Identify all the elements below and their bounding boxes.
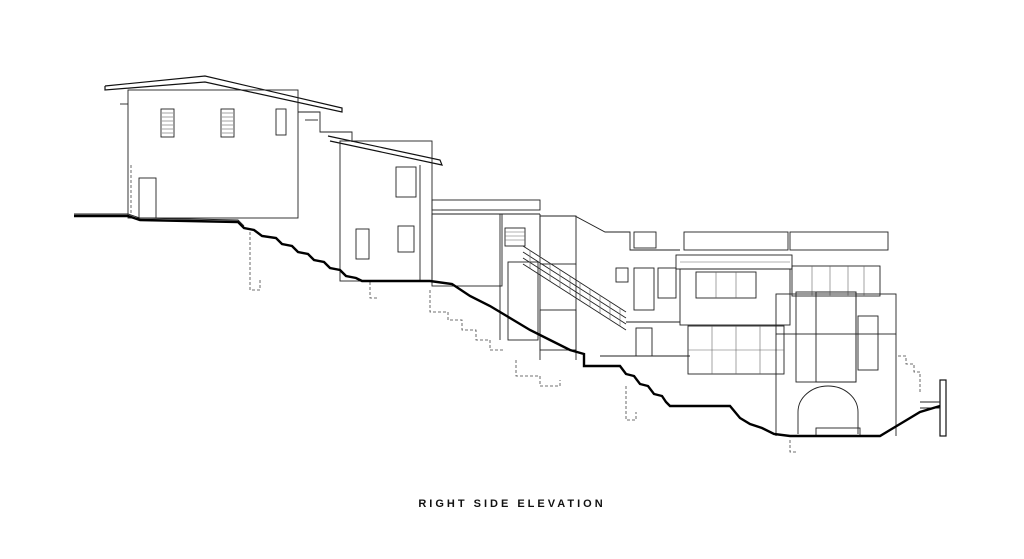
middle-block <box>431 199 690 360</box>
drawing-title: RIGHT SIDE ELEVATION <box>418 498 606 510</box>
foundations <box>249 232 798 453</box>
ground-line <box>74 213 941 438</box>
upper-house <box>104 75 443 282</box>
right-block <box>675 231 947 437</box>
